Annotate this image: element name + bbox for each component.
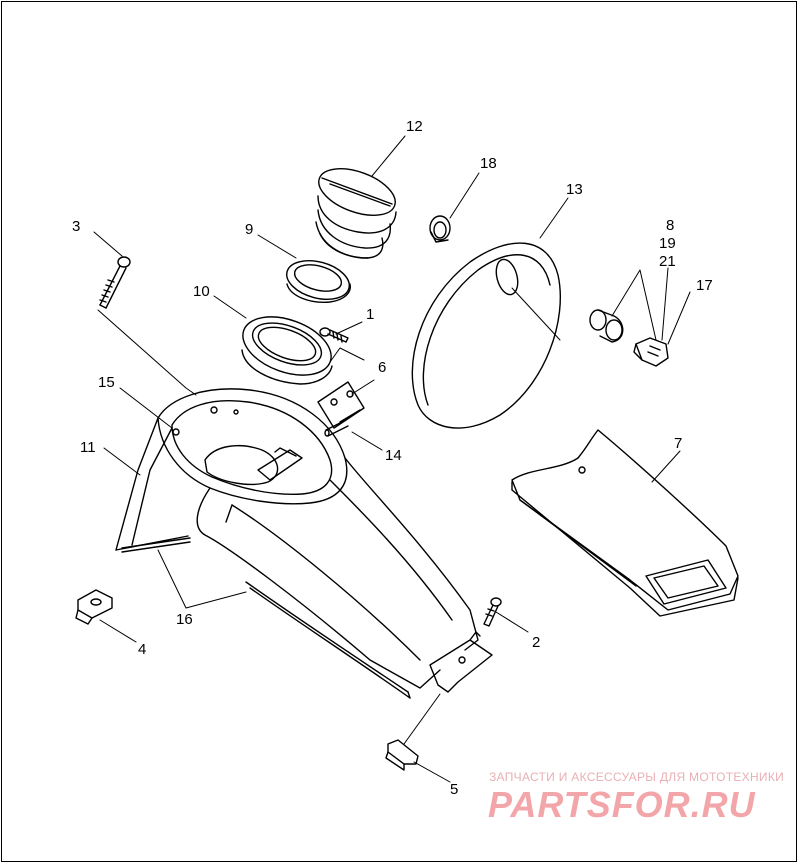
callout-21: 21 [659,253,676,270]
trim-strip-part-16 [121,537,411,699]
callout-8: 8 [666,217,674,234]
grommet-part-18 [429,215,451,243]
callout-17: 17 [696,277,713,294]
key-part-17 [633,337,669,367]
callout-19: 19 [659,235,676,252]
callout-5: 5 [450,781,458,798]
cover-plate-part-13 [411,242,561,429]
pin-part-14 [324,419,349,437]
callout-1: 1 [366,306,374,323]
screw-part-3 [99,256,131,309]
gasket-part-9 [286,260,352,303]
watermark-tagline: ЗАПЧАСТИ И АКСЕССУАРЫ ДЛЯ МОТОТЕХНИКИ [489,770,785,784]
callout-14: 14 [385,447,402,464]
insert-panel-part-7 [511,429,739,617]
clip-part-5 [385,739,419,771]
filler-cap-part-12 [315,168,397,259]
callout-13: 13 [566,181,583,198]
watermark-logo: PARTSFOR.RU [488,784,756,825]
console-housing-part-11 [115,388,493,693]
callout-16: 16 [176,611,193,628]
screw-part-2 [483,597,502,627]
callout-7: 7 [674,435,682,452]
callout-15: 15 [98,374,115,391]
callout-2: 2 [532,634,540,651]
screw-part-1 [319,327,349,343]
callout-18: 18 [480,155,497,172]
callout-9: 9 [245,221,253,238]
callout-12: 12 [406,118,423,135]
bracket-part-6 [317,381,365,429]
callout-4: 4 [138,641,146,658]
bezel-ring-part-10 [241,316,333,385]
callout-10: 10 [193,283,210,300]
lock-cylinder-part-8 [589,309,624,343]
clip-part-4 [75,589,113,625]
callout-11: 11 [80,439,96,456]
callout-labels: 12 18 13 8 19 21 17 9 10 3 1 6 14 15 11 … [72,118,713,798]
callout-6: 6 [378,359,386,376]
leader-lines [93,135,691,783]
callout-3: 3 [72,218,80,235]
